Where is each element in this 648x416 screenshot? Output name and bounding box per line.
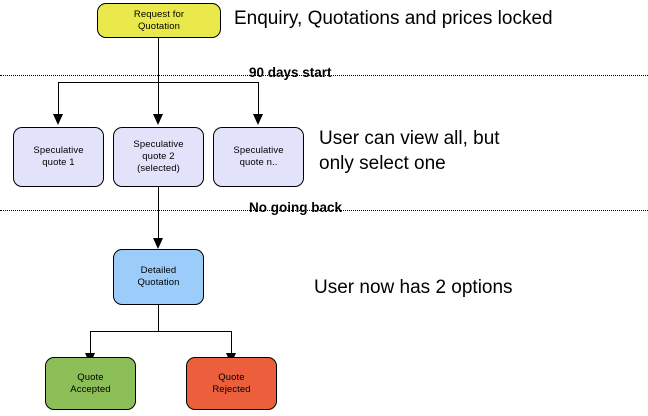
node-speculative-quote-n-label: Speculative quote n.. bbox=[233, 145, 284, 168]
connector-selected-quote-stem bbox=[158, 187, 159, 240]
arrowhead-quote-n bbox=[253, 114, 263, 125]
node-quote-rejected-label: Quote Rejected bbox=[212, 371, 251, 395]
connector-fanout-bar-outcomes bbox=[90, 331, 232, 332]
connector-leg-quote-accepted bbox=[90, 331, 91, 355]
node-speculative-quote-1-label: Speculative quote 1 bbox=[33, 145, 84, 168]
divider-label-no-going-back: No going back bbox=[249, 200, 343, 215]
divider-label-90-days: 90 days start bbox=[249, 65, 332, 80]
connector-rfq-stem bbox=[158, 38, 159, 82]
connector-detailed-quotation-stem bbox=[158, 305, 159, 331]
node-detailed-quotation[interactable]: Detailed Quotation bbox=[113, 249, 204, 305]
arrowhead-detailed-quotation bbox=[153, 238, 163, 249]
annotation-prices-locked: Enquiry, Quotations and prices locked bbox=[234, 8, 553, 29]
node-quote-accepted[interactable]: Quote Accepted bbox=[45, 357, 136, 410]
divider-line-90-days bbox=[0, 75, 648, 76]
node-detailed-quotation-label: Detailed Quotation bbox=[137, 265, 180, 288]
node-quote-rejected[interactable]: Quote Rejected bbox=[186, 357, 277, 410]
node-request-for-quotation-label: Request for Quotation bbox=[133, 8, 185, 32]
node-speculative-quote-1[interactable]: Speculative quote 1 bbox=[13, 127, 104, 187]
node-speculative-quote-2[interactable]: Speculative quote 2 (selected) bbox=[113, 127, 204, 187]
connector-leg-quote-n bbox=[258, 82, 259, 116]
node-quote-accepted-label: Quote Accepted bbox=[70, 371, 111, 395]
arrowhead-quote-1 bbox=[53, 114, 63, 125]
divider-line-no-going-back bbox=[0, 210, 648, 211]
connector-leg-quote-rejected bbox=[231, 331, 232, 355]
annotation-view-all-select-one: User can view all, but only select one bbox=[319, 128, 500, 174]
node-speculative-quote-n[interactable]: Speculative quote n.. bbox=[213, 127, 304, 187]
connector-leg-quote-1 bbox=[58, 82, 59, 116]
connector-leg-quote-2 bbox=[158, 82, 159, 116]
node-speculative-quote-2-label: Speculative quote 2 (selected) bbox=[133, 139, 184, 174]
arrowhead-quote-2 bbox=[153, 114, 163, 125]
node-request-for-quotation[interactable]: Request for Quotation bbox=[97, 3, 221, 38]
annotation-two-options: User now has 2 options bbox=[314, 277, 513, 298]
